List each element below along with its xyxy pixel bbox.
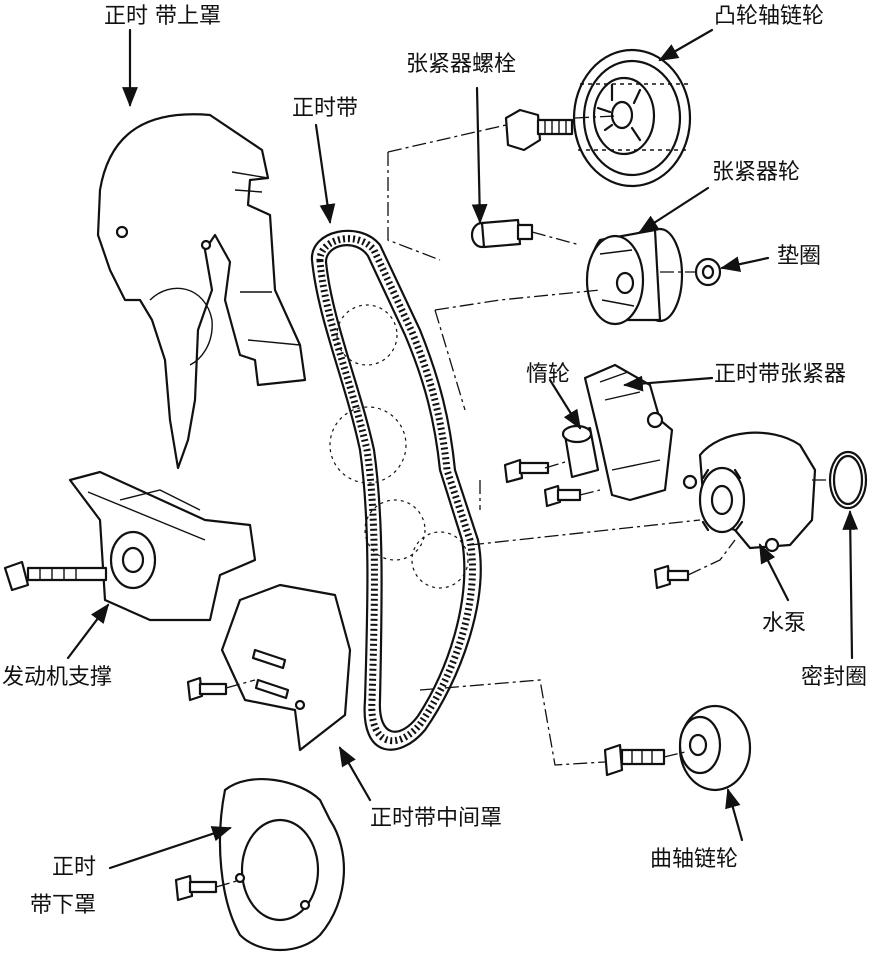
- water-pump-drawing: [682, 431, 817, 553]
- label-timing-belt: 正时带: [292, 96, 359, 121]
- label-upper-cover: 正时 带上罩: [104, 4, 221, 29]
- label-seal-ring: 密封圈: [801, 665, 868, 690]
- label-tensioner-wheel: 张紧器轮: [712, 160, 801, 185]
- label-engine-mount: 发动机支撑: [2, 665, 113, 690]
- camshaft-sprocket-drawing: [572, 48, 692, 188]
- lower-cover-drawing: [218, 778, 345, 952]
- label-water-pump: 水泵: [762, 611, 807, 636]
- label-tensioner-bolt: 张紧器螺栓: [406, 52, 517, 77]
- tensioner-wheel-drawing: [585, 227, 684, 326]
- belt-tensioner-drawing: [583, 363, 674, 502]
- label-washer: 垫圈: [777, 244, 822, 269]
- assembly-lines: [215, 115, 830, 888]
- crank-sprocket-drawing: [603, 704, 752, 792]
- label-belt-tensioner: 正时带张紧器: [714, 362, 847, 387]
- label-lower-cover-line2: 带下罩: [30, 893, 97, 918]
- label-camshaft-sprocket: 凸轮轴链轮: [714, 4, 825, 29]
- engine-mount-drawing: [3, 470, 257, 622]
- label-idler: 惰轮: [526, 362, 571, 387]
- tensioner-bolt-drawing: [470, 218, 534, 249]
- label-middle-cover: 正时带中间罩: [370, 806, 503, 831]
- leader-arrows: [66, 28, 859, 870]
- timing-belt-drawing: [310, 229, 482, 751]
- upper-cover-drawing: [96, 113, 307, 470]
- idler-drawing: [561, 424, 600, 479]
- small-bolts: [174, 458, 690, 902]
- middle-cover-drawing: [220, 583, 352, 752]
- seal-ring-drawing: [828, 450, 868, 510]
- pulley-ghosts: [329, 304, 469, 589]
- washer-drawing: [694, 257, 722, 287]
- camshaft-bolt-drawing: [504, 108, 574, 152]
- label-crank-sprocket: 曲轴链轮: [650, 847, 739, 872]
- label-lower-cover-line1: 正时: [52, 855, 97, 880]
